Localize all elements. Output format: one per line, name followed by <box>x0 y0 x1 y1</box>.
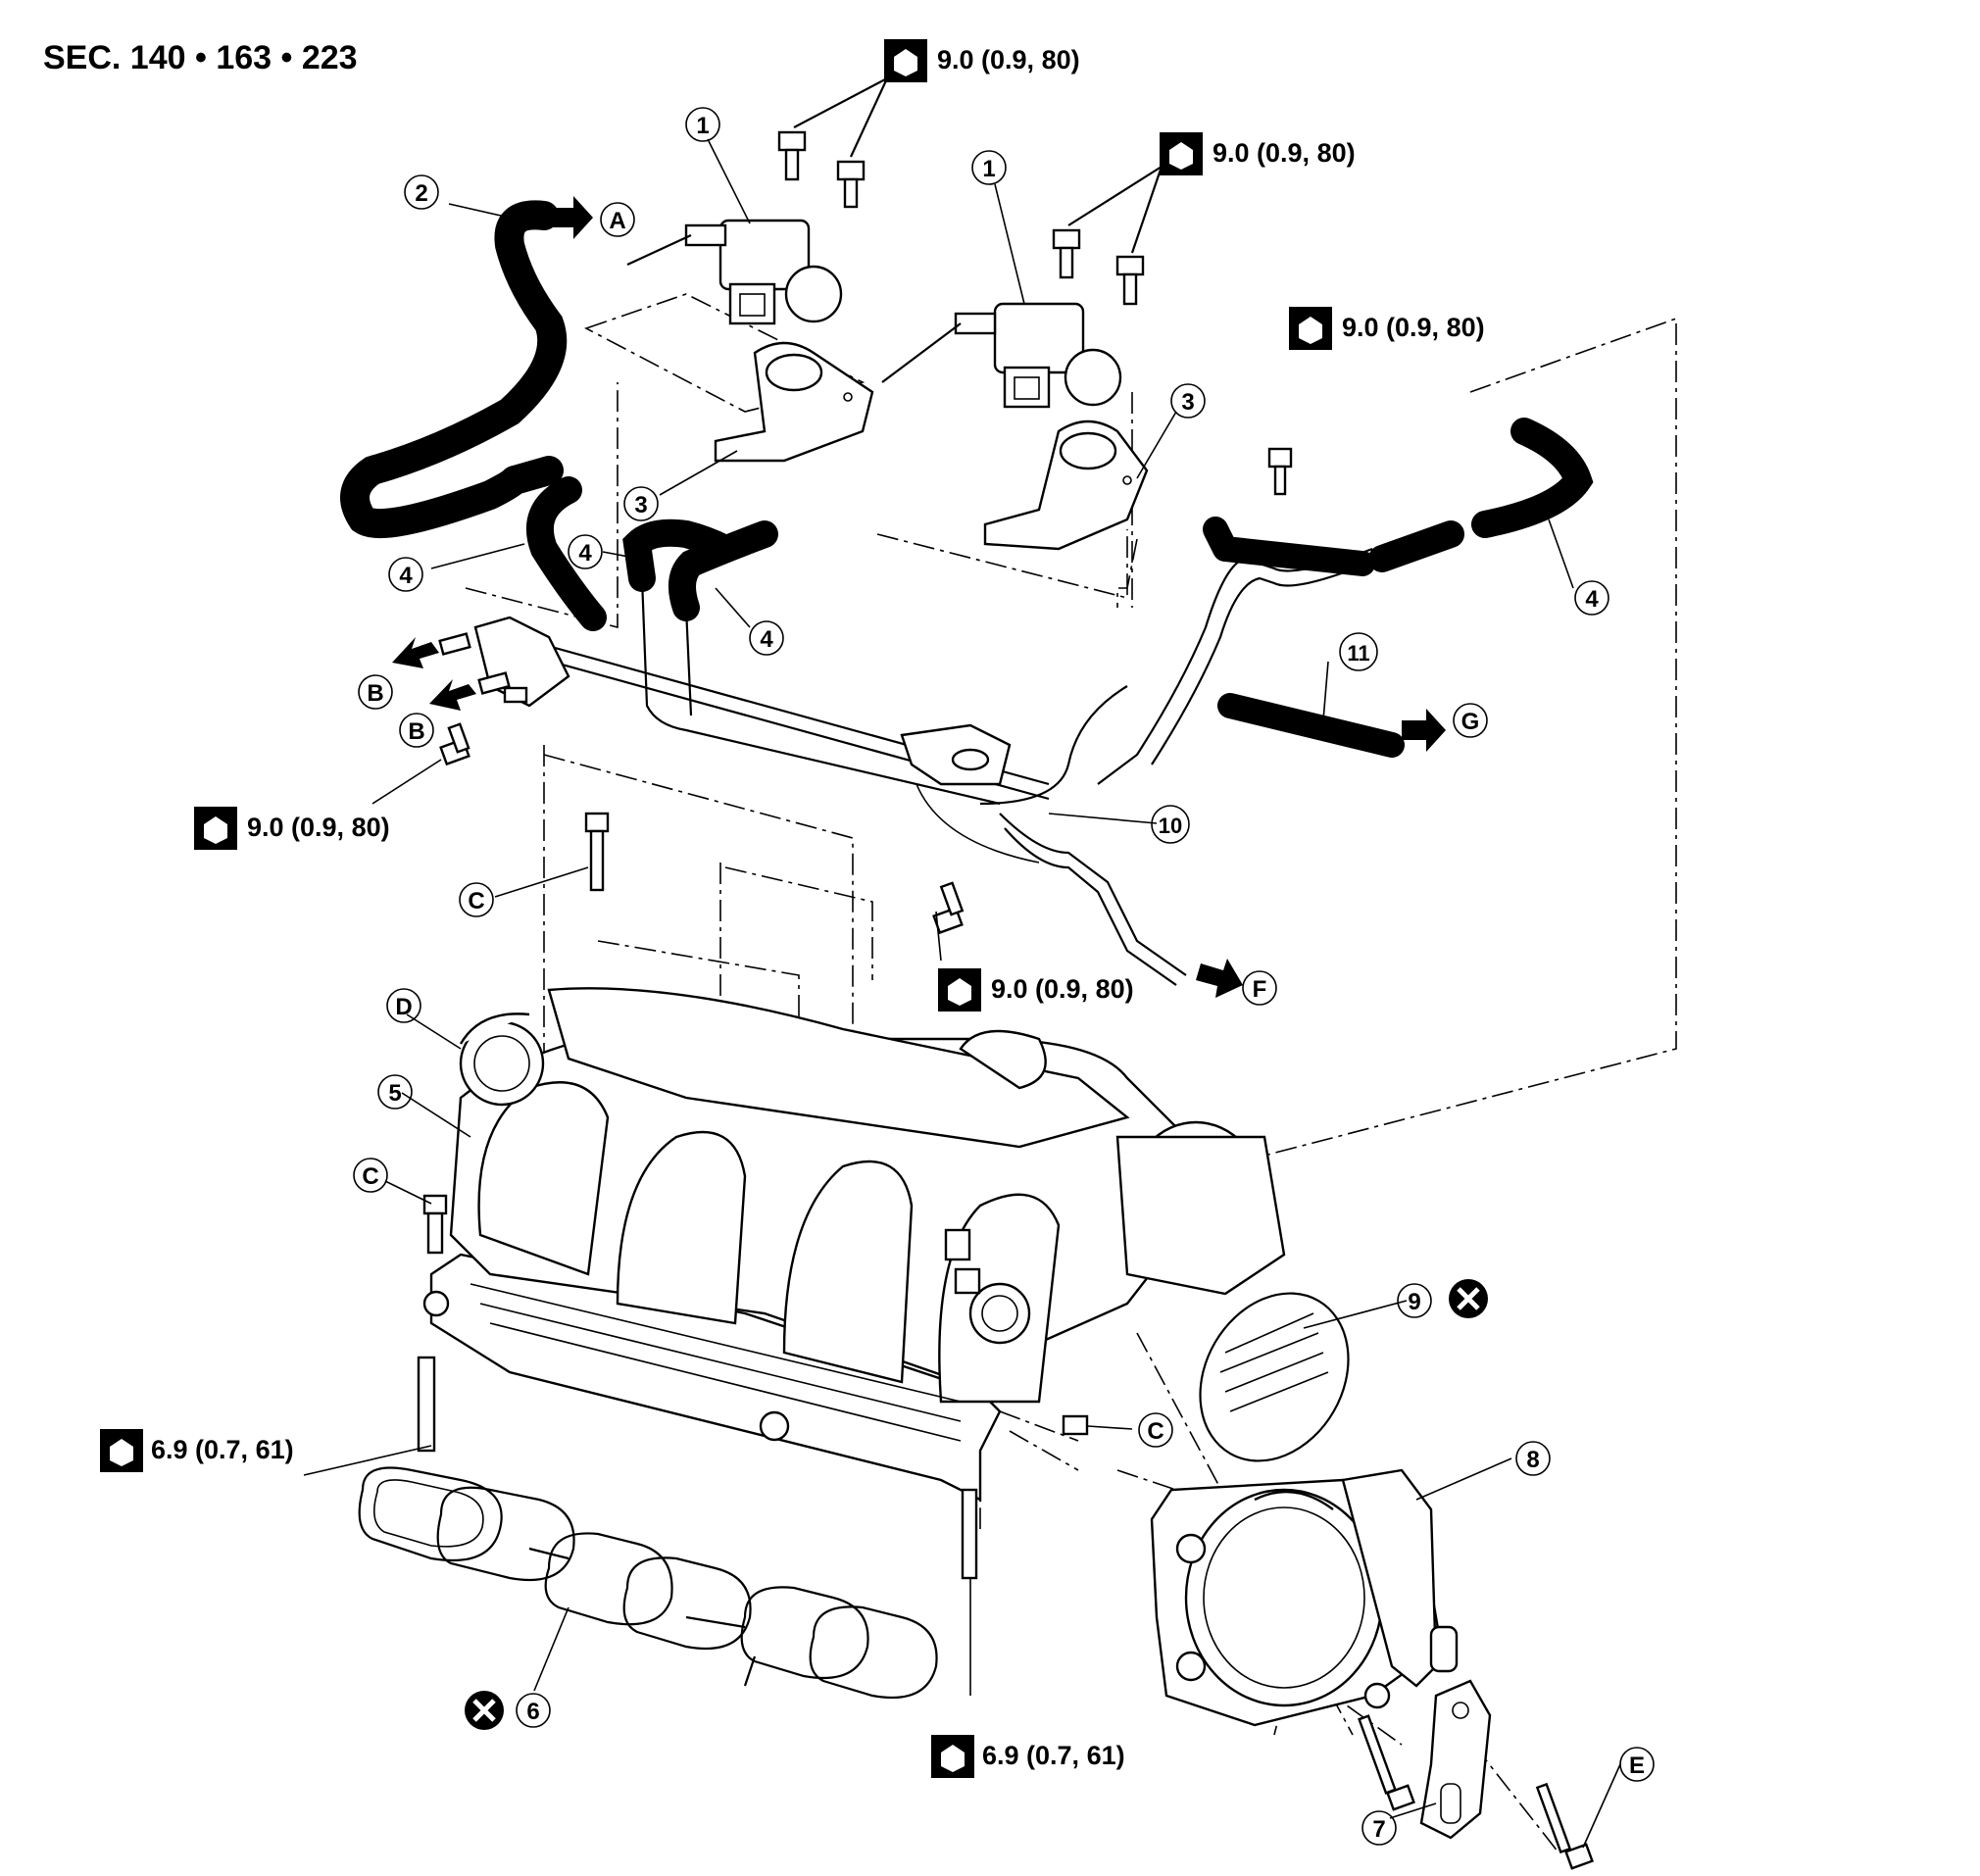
intake-manifold <box>422 987 1286 1502</box>
vacuum-pipe-assembly <box>438 517 1405 986</box>
svg-text:7: 7 <box>1372 1816 1385 1843</box>
solenoid-valve-left <box>626 219 843 325</box>
solenoid-valve-right <box>881 302 1122 409</box>
callout-9: 9 <box>1397 1283 1432 1318</box>
section-title: SEC. 140 • 163 • 223 <box>43 39 358 76</box>
torque-wrench-icon <box>100 1429 143 1472</box>
throttle-bolts <box>1358 1714 1594 1870</box>
torque-spec-1: 9.0 (0.9, 80) <box>884 39 1080 82</box>
manifold-studs <box>417 1194 1089 1580</box>
torque-wrench-icon <box>931 1735 974 1778</box>
svg-text:6.9 (0.7, 61): 6.9 (0.7, 61) <box>982 1741 1125 1770</box>
svg-text:4: 4 <box>578 540 592 567</box>
svg-text:3: 3 <box>634 492 647 518</box>
svg-text:5: 5 <box>388 1080 401 1107</box>
svg-text:8: 8 <box>1526 1447 1539 1473</box>
torque-wrench-icon <box>1160 132 1203 175</box>
svg-text:9.0 (0.9, 80): 9.0 (0.9, 80) <box>937 45 1080 74</box>
svg-text:6.9 (0.7, 61): 6.9 (0.7, 61) <box>151 1435 294 1464</box>
marker-a: A <box>600 202 635 237</box>
callout-7: 7 <box>1361 1810 1397 1846</box>
marker-e: E <box>1619 1747 1655 1782</box>
svg-text:G: G <box>1461 709 1480 735</box>
callout-4-d: 4 <box>1574 580 1609 616</box>
svg-text:9.0 (0.9, 80): 9.0 (0.9, 80) <box>1342 313 1485 342</box>
svg-text:4: 4 <box>399 563 413 589</box>
svg-text:B: B <box>367 680 383 707</box>
torque-spec-7: 6.9 (0.7, 61) <box>931 1735 1125 1778</box>
bolts-left <box>777 77 888 209</box>
marker-c-1: C <box>459 882 494 917</box>
torque-wrench-icon <box>938 968 981 1012</box>
svg-text:1: 1 <box>696 113 709 139</box>
torque-wrench-icon <box>884 39 927 82</box>
svg-text:C: C <box>468 888 484 914</box>
callout-11: 11 <box>1339 632 1378 671</box>
svg-text:9.0 (0.9, 80): 9.0 (0.9, 80) <box>991 974 1134 1004</box>
do-not-reuse-icon <box>465 1691 504 1730</box>
torque-spec-5: 9.0 (0.9, 80) <box>938 968 1134 1012</box>
svg-text:6: 6 <box>526 1699 539 1725</box>
torque-spec-2: 9.0 (0.9, 80) <box>1160 132 1356 175</box>
torque-wrench-icon <box>194 807 237 850</box>
marker-b-1: B <box>358 674 393 710</box>
marker-b-2: B <box>399 713 434 748</box>
marker-d: D <box>386 988 421 1023</box>
torque-spec-6: 6.9 (0.7, 61) <box>100 1429 294 1472</box>
bracket-7 <box>1419 1679 1492 1840</box>
svg-text:11: 11 <box>1347 641 1369 666</box>
hose-2 <box>340 200 568 539</box>
callouts: 1 1 2 3 3 4 4 4 <box>377 107 1609 1846</box>
bracket-left <box>714 341 874 463</box>
callout-3-right: 3 <box>1170 383 1206 419</box>
torque-spec-3: 9.0 (0.9, 80) <box>1289 307 1485 350</box>
direction-arrows <box>392 196 1446 998</box>
svg-text:3: 3 <box>1181 389 1194 416</box>
svg-text:10: 10 <box>1159 814 1182 838</box>
marker-g: G <box>1453 703 1488 738</box>
manifold-gasket <box>358 1466 938 1700</box>
callout-4-a: 4 <box>388 557 423 592</box>
marker-c-3: C <box>1138 1412 1173 1448</box>
svg-text:9.0 (0.9, 80): 9.0 (0.9, 80) <box>1213 138 1356 168</box>
svg-text:D: D <box>395 994 412 1020</box>
marker-f: F <box>1242 970 1277 1006</box>
svg-text:4: 4 <box>1585 586 1599 613</box>
callout-1-left: 1 <box>685 107 720 142</box>
marker-c-2: C <box>353 1158 388 1193</box>
callout-5: 5 <box>377 1074 413 1110</box>
callout-8: 8 <box>1515 1441 1551 1476</box>
svg-text:4: 4 <box>760 626 773 653</box>
electric-throttle-control-actuator <box>1150 1468 1459 1727</box>
torque-wrench-icon <box>1289 307 1332 350</box>
do-not-reuse-icon <box>1449 1279 1488 1318</box>
svg-text:F: F <box>1253 976 1267 1003</box>
callout-3-left: 3 <box>623 486 659 521</box>
svg-text:C: C <box>1147 1418 1163 1445</box>
svg-text:E: E <box>1629 1753 1645 1779</box>
pipe-bolts <box>439 447 1293 935</box>
bolts-right <box>1052 166 1163 306</box>
svg-text:1: 1 <box>982 156 995 182</box>
callout-1-right: 1 <box>971 150 1007 185</box>
svg-text:2: 2 <box>415 180 427 207</box>
letter-markers: A B B C C C D E <box>353 202 1655 1782</box>
svg-text:C: C <box>362 1163 378 1190</box>
throttle-gasket <box>1199 1292 1350 1462</box>
svg-text:9.0 (0.9, 80): 9.0 (0.9, 80) <box>247 813 390 842</box>
callout-6: 6 <box>516 1693 551 1728</box>
svg-text:B: B <box>408 718 424 745</box>
torque-spec-4: 9.0 (0.9, 80) <box>194 807 390 850</box>
bracket-right <box>983 420 1149 551</box>
leader-lines <box>303 138 1621 1849</box>
svg-text:A: A <box>609 208 625 234</box>
hoses-4 <box>526 418 1594 631</box>
callout-4-c: 4 <box>749 620 784 656</box>
svg-text:9: 9 <box>1408 1289 1420 1315</box>
callout-2: 2 <box>404 174 439 210</box>
callout-10: 10 <box>1151 805 1190 844</box>
callout-4-b: 4 <box>568 534 603 569</box>
